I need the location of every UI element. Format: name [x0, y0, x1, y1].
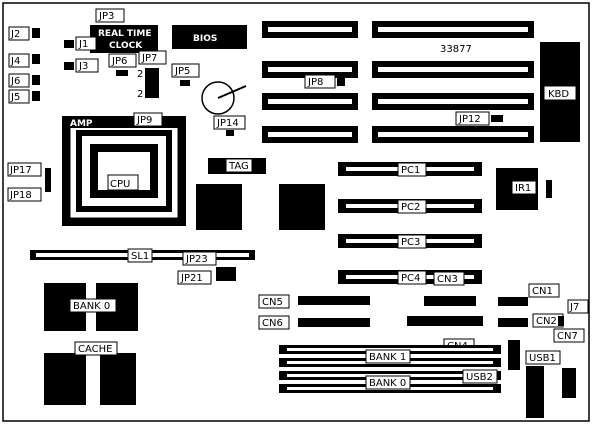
bios-chip [172, 25, 247, 49]
cache-bank0-label: BANK 0 [73, 301, 110, 312]
cn4-connector [407, 316, 483, 326]
jp6-label: JP6 [111, 56, 127, 67]
j6-label: J6 [10, 76, 20, 87]
pc1-label: PC1 [401, 165, 420, 176]
jp8-pins [337, 78, 345, 86]
jp21-pins [216, 267, 236, 281]
cn5-label: CN5 [262, 297, 283, 308]
jp14-pins [226, 130, 234, 136]
j5-label: J5 [10, 92, 20, 103]
jp7-pins [145, 68, 159, 98]
pc3-label: PC3 [401, 237, 420, 248]
j7-pins [558, 316, 564, 326]
rear-connector [562, 368, 576, 398]
jp9-label: JP9 [136, 115, 152, 126]
jp5-label: JP5 [174, 66, 190, 77]
power-connector [526, 366, 544, 418]
sl1-label: SL1 [131, 251, 149, 262]
kbd-label: KBD [543, 85, 577, 101]
pc2-label: PC2 [401, 202, 420, 213]
j3-label: J3 [78, 61, 88, 72]
cn5-connector [298, 296, 370, 305]
jp7-pin-mark-1: 2 [137, 69, 143, 80]
cpu-label: CPU [110, 179, 130, 190]
jp17-18-pins [45, 168, 51, 192]
ir1-pins [546, 180, 552, 198]
j1-label: J1 [78, 39, 88, 50]
jp21-label: JP21 [180, 273, 203, 284]
cn1-connector [498, 297, 528, 306]
jp17-label: JP17 [9, 165, 32, 176]
jp14-label: JP14 [216, 118, 239, 129]
rtc-label-1: REAL TIME [98, 29, 152, 39]
isa-slots [262, 21, 534, 143]
j7-label: J7 [569, 302, 579, 313]
cn1-label: CN1 [532, 286, 553, 297]
j4-label: J4 [10, 56, 20, 67]
cn6-connector [298, 318, 370, 327]
jp5-pins [180, 80, 190, 86]
bios-label: BIOS [193, 34, 217, 44]
jp7-pin-mark-2: 2 [137, 89, 143, 100]
j2-label: J2 [10, 29, 20, 40]
mem-bank1-label: BANK 1 [369, 352, 406, 363]
cache-bank0-chips [44, 283, 138, 405]
jp23-label: JP23 [185, 254, 208, 265]
jp12-label: JP12 [458, 114, 481, 125]
tag-label: TAG [228, 161, 249, 172]
board-number: 33877 [440, 44, 472, 55]
j2-tag [8, 26, 30, 41]
amp-label: AMP [70, 119, 93, 129]
jp8-label: JP8 [307, 77, 323, 88]
ir1-label: IR1 [515, 183, 531, 194]
usb-headers [508, 340, 520, 370]
jp18-label: JP18 [9, 190, 32, 201]
rtc-label-2: CLOCK [109, 41, 143, 51]
usb2-label: USB2 [466, 372, 493, 383]
cn6-label: CN6 [262, 318, 283, 329]
svg-text:KBD: KBD [548, 89, 569, 100]
rtc-chip [90, 25, 158, 53]
cache-label: CACHE [78, 344, 112, 355]
mem-bank0-label: BANK 0 [369, 378, 406, 389]
jp6-pins [116, 70, 128, 76]
jp7-label: JP7 [141, 53, 157, 64]
jp12-pins [491, 115, 503, 122]
cn2-connector [498, 318, 528, 327]
usb1-label: USB1 [529, 353, 556, 364]
cn2-label: CN2 [536, 316, 557, 327]
left-jumpers [32, 28, 74, 101]
pc4-label: PC4 [401, 273, 420, 284]
cpu-socket [62, 116, 186, 226]
jp3-label: JP3 [98, 11, 114, 22]
cn7-label: CN7 [557, 331, 578, 342]
cn3-label: CN3 [437, 274, 458, 285]
cn3-connector [424, 296, 476, 306]
